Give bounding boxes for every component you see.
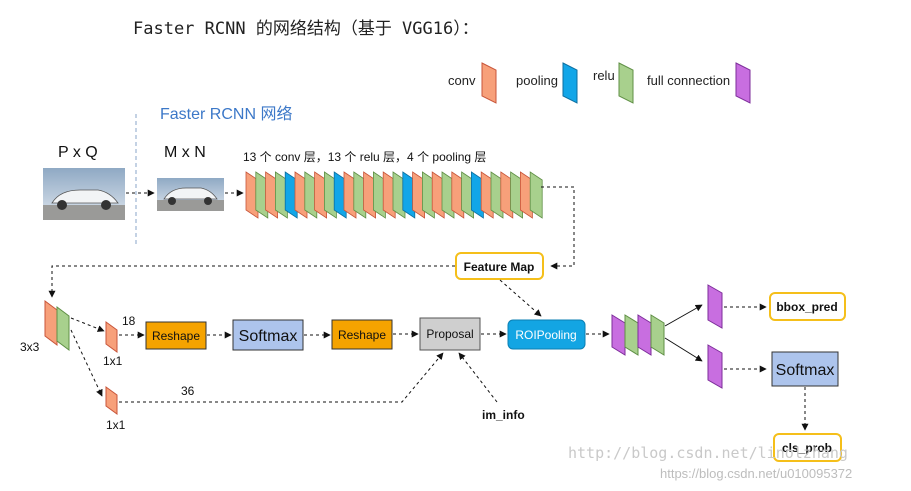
bbox-fc-layer xyxy=(707,284,723,329)
page-title: Faster RCNN 的网络结构（基于 VGG16）： xyxy=(133,19,479,39)
conv-stack-conv-layer xyxy=(294,171,308,219)
legend-relu-swatch xyxy=(618,62,634,104)
reshape-2-box xyxy=(331,319,393,350)
conv-stack-relu-layer xyxy=(510,171,523,219)
arrow-featuremap-to-roipooling xyxy=(499,279,542,317)
conv-stack-relu-layer xyxy=(323,171,337,219)
conv-stack-conv-layer xyxy=(431,171,445,219)
conv-stack-relu-layer xyxy=(353,171,367,219)
conv-stack-conv-layer xyxy=(245,171,259,219)
conv-stack-relu-layer xyxy=(441,171,455,219)
legend-fc-swatch xyxy=(735,62,751,104)
arrow-fc-to-bbox-branch xyxy=(664,304,703,327)
softmax-rpn-box xyxy=(232,319,304,351)
conv-stack-conv-layer xyxy=(480,171,494,219)
arrow-featuremap-to-rpn xyxy=(48,265,455,298)
conv-stack-relu-layer xyxy=(274,171,288,219)
softmax-cls-box xyxy=(771,351,839,387)
conv-stack xyxy=(245,171,543,219)
fc-stack xyxy=(611,314,665,356)
fc-layer-2 xyxy=(637,314,652,356)
conv-stack-relu-layer xyxy=(490,171,504,219)
conv-stack-pooling-layer xyxy=(333,171,347,219)
channels-36-label: 36 xyxy=(181,384,195,398)
resized-size-label: M x N xyxy=(164,144,206,161)
cls-fc-layer xyxy=(707,344,723,389)
feature-map-box xyxy=(455,252,544,280)
watermark-csdn: https://blog.csdn.net/u010095372 xyxy=(660,466,852,481)
roipooling-box xyxy=(507,319,586,350)
conv-stack-relu-layer xyxy=(392,171,406,219)
legend-pooling-swatch xyxy=(562,62,578,104)
legend: conv pooling relu full connection xyxy=(448,62,751,104)
kernel-1x1-bottom-label: 1x1 xyxy=(106,418,126,432)
legend-conv-label: conv xyxy=(448,73,476,88)
conv-stack-conv-layer xyxy=(500,171,514,219)
arrow-rpn-to-reg-branch xyxy=(70,329,103,397)
proposal-box xyxy=(419,317,481,351)
reshape-1-label: Reshape xyxy=(152,329,200,343)
conv-stack-relu-layer xyxy=(461,171,475,219)
conv-stack-conv-layer xyxy=(520,171,533,219)
conv-stack-conv-layer xyxy=(314,171,328,219)
relu-layer-2 xyxy=(650,314,665,356)
conv-stack-pooling-layer xyxy=(284,171,298,219)
arrow-reg-to-proposal xyxy=(119,352,444,403)
conv-stack-relu-layer xyxy=(304,171,318,219)
rpn-conv-3x3 xyxy=(44,300,58,346)
kernel-1x1-top-label: 1x1 xyxy=(103,354,123,368)
im-info-label: im_info xyxy=(482,408,525,422)
conv-stack-caption: 13 个 conv 层，13 个 relu 层，4 个 pooling 层 xyxy=(243,150,486,164)
bbox-pred-label: bbox_pred xyxy=(776,300,837,314)
softmax-rpn-label: Softmax xyxy=(239,328,298,345)
conv-stack-conv-layer xyxy=(343,171,357,219)
conv-stack-relu-layer xyxy=(372,171,386,219)
conv-stack-pooling-layer xyxy=(402,171,416,219)
conv-stack-pooling-layer xyxy=(470,171,484,219)
arrow-iminfo-to-proposal xyxy=(458,352,498,403)
relu-layer-1 xyxy=(624,314,639,356)
network-label: Faster RCNN 网络 xyxy=(160,104,292,123)
conv-stack-relu-layer xyxy=(529,171,543,219)
cls-prob-box xyxy=(773,433,842,462)
rpn-cls-conv-1x1 xyxy=(105,321,118,353)
rpn-reg-conv-1x1 xyxy=(105,386,118,415)
input-image xyxy=(43,168,125,220)
legend-conv-swatch xyxy=(481,62,497,104)
feature-map-label: Feature Map xyxy=(464,260,535,274)
rpn-relu-3x3 xyxy=(56,306,70,351)
arrow-fc-to-cls-branch xyxy=(664,337,703,362)
roipooling-label: ROIPooling xyxy=(515,328,576,342)
conv-stack-conv-layer xyxy=(265,171,279,219)
legend-relu-label: relu xyxy=(593,68,615,83)
arrow-conv-to-featuremap xyxy=(541,186,575,270)
arrow-rpn-to-cls-branch xyxy=(70,317,105,332)
watermark-blog: http://blog.csdn.net/linolzhang xyxy=(568,444,848,462)
kernel-3x3-label: 3x3 xyxy=(20,340,40,354)
reshape-1-box xyxy=(145,321,207,350)
bbox-pred-box xyxy=(769,292,846,321)
resized-image xyxy=(157,178,224,211)
conv-stack-relu-layer xyxy=(255,171,269,219)
softmax-cls-label: Softmax xyxy=(776,362,835,379)
input-size-label: P x Q xyxy=(58,144,98,161)
channels-18-label: 18 xyxy=(122,314,136,328)
legend-fc-label: full connection xyxy=(647,73,730,88)
conv-stack-conv-layer xyxy=(363,171,377,219)
legend-pooling-label: pooling xyxy=(516,73,558,88)
conv-stack-conv-layer xyxy=(412,171,426,219)
conv-stack-conv-layer xyxy=(451,171,465,219)
conv-stack-relu-layer xyxy=(421,171,435,219)
proposal-label: Proposal xyxy=(426,327,473,341)
reshape-2-label: Reshape xyxy=(338,328,386,342)
cls-prob-label: cls_prob xyxy=(782,441,832,455)
conv-stack-conv-layer xyxy=(382,171,396,219)
fc-layer-1 xyxy=(611,314,626,356)
